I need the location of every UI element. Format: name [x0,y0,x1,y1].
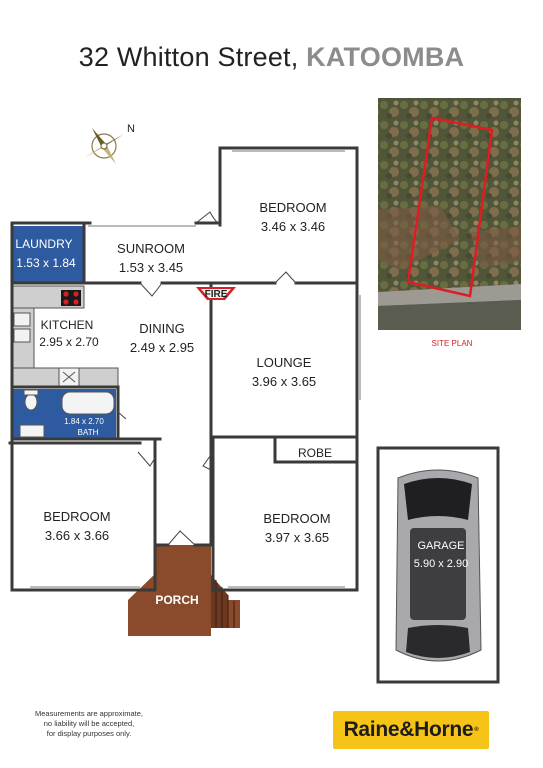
disclaimer: Measurements are approximate, no liabili… [25,709,153,739]
bedroom-left-label: BEDROOM [43,509,110,524]
bath-size: 1.84 x 2.70 [64,417,104,426]
dining-label: DINING [139,321,185,336]
kitchen-size: 2.95 x 2.70 [39,335,99,349]
garage-size: 5.90 x 2.90 [414,558,468,570]
bedroom-left-size: 3.66 x 3.66 [45,528,109,543]
sunroom-label: SUNROOM [117,241,185,256]
site-plan-caption: SITE PLAN [432,339,473,348]
bathtub-icon [61,391,115,415]
logo-registered-mark: ® [474,727,479,733]
site-plan-image [378,98,521,330]
bedroom-top-label: BEDROOM [259,200,326,215]
kitchen-label: KITCHEN [41,318,94,332]
laundry-size: 1.53 x 1.84 [16,256,76,270]
laundry-label: LAUNDRY [15,237,72,251]
site-boundary-outline [406,116,494,298]
walls [8,146,359,592]
laundry-floor [12,226,84,283]
disclaimer-line: no liability will be accepted, [43,719,135,728]
dining-size: 2.49 x 2.95 [130,340,194,355]
disclaimer-line: for display purposes only. [46,729,132,738]
bedroom-top-size: 3.46 x 3.46 [261,219,325,234]
bedroom-right-size: 3.97 x 3.65 [265,530,329,545]
page-title: 32 Whitton Street, KATOOMBA [0,42,543,73]
porch-label: PORCH [155,593,198,607]
logo-text: Raine&Horne [343,718,474,741]
basin-icon [19,424,45,438]
lounge-size: 3.96 x 3.65 [252,374,316,389]
sink-icon [13,312,31,327]
fire-label: FIRE [205,289,228,300]
compass-north-label: N [127,123,135,135]
compass-icon [84,128,124,164]
garage-label: GARAGE [417,540,464,552]
sunroom-size: 1.53 x 3.45 [119,260,183,275]
robe-label: ROBE [298,446,332,460]
toilet-icon [24,393,38,411]
agency-logo: Raine&Horne® [333,711,489,749]
address-text: 32 Whitton Street, [78,42,299,72]
garage [376,446,500,684]
bedroom-right-label: BEDROOM [263,511,330,526]
door-swings [117,211,297,546]
bath-label: BATH [78,428,99,437]
lounge-label: LOUNGE [257,355,312,370]
disclaimer-line: Measurements are approximate, [35,709,143,718]
suburb-text: KATOOMBA [306,42,465,72]
